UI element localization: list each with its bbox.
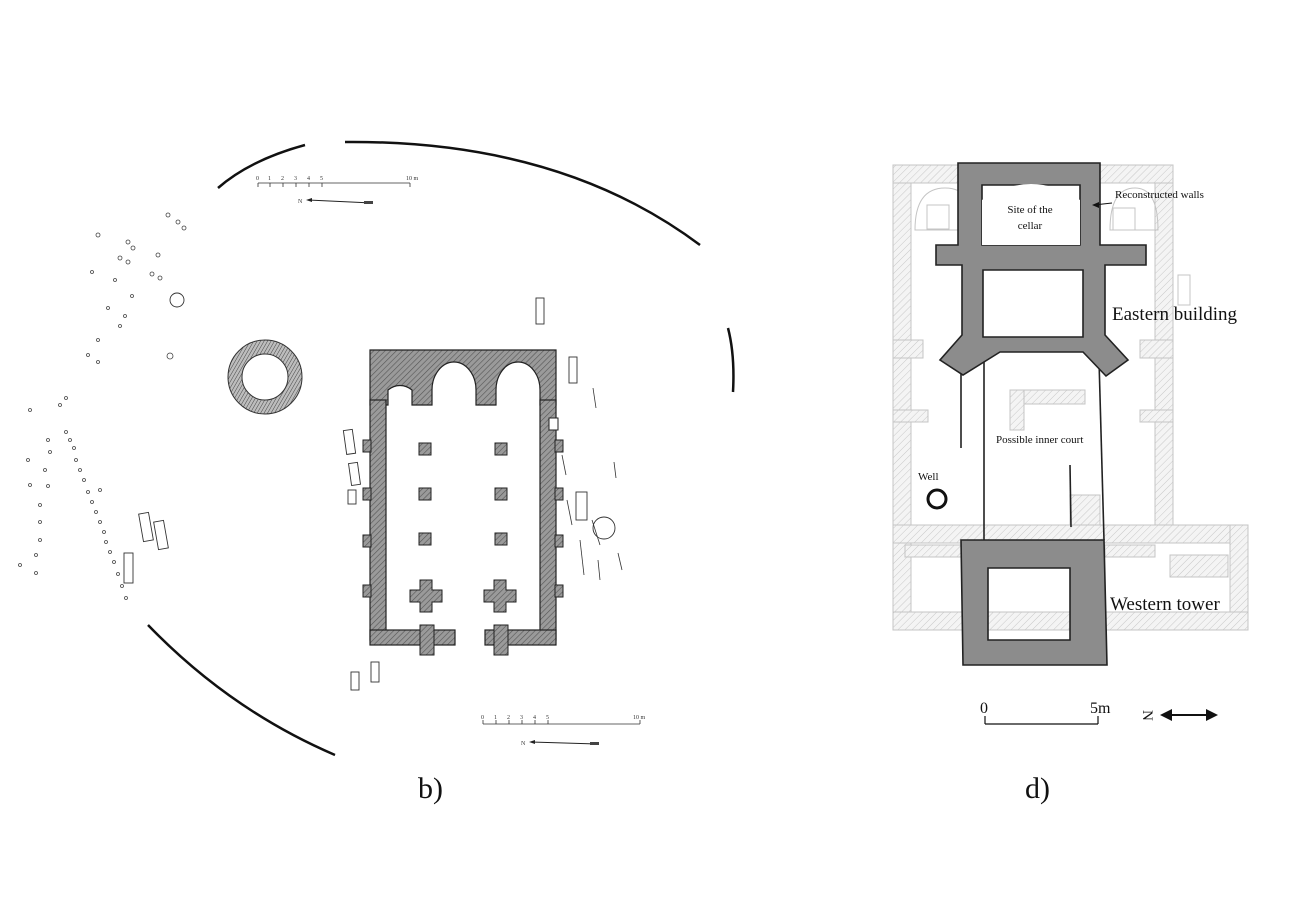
church-west-wall-left: [369, 629, 456, 646]
pier: [494, 532, 508, 546]
scattered-features: [18, 212, 187, 600]
enclosure-arc-top-right: [344, 140, 701, 247]
scale-tick-1-b: 1: [494, 715, 497, 721]
scale-tick-4: 4: [307, 176, 310, 182]
cellar-arch: [982, 184, 1080, 245]
scale-tick-1: 1: [268, 176, 271, 182]
north-arrow-d: N: [1139, 709, 1218, 721]
north-label-d: N: [1139, 710, 1155, 721]
scale-tick-10: 10 m: [406, 176, 419, 182]
scale-tick-0-b: 0: [481, 715, 484, 721]
scale-tick-10-b: 10 m: [633, 715, 646, 721]
enclosure-arc-bottom: [147, 624, 336, 757]
label-western-tower: Western tower: [1110, 594, 1220, 615]
label-possible-inner-court: Possible inner court: [996, 434, 1083, 446]
label-site-of-cellar-2: cellar: [1018, 220, 1043, 232]
faint-features: [914, 187, 1191, 306]
north-label-bottom: N: [521, 741, 526, 747]
scale-bar-top: 0 1 2 3 4 5 10 m N: [256, 176, 419, 205]
scale-end: 5m: [1090, 700, 1111, 717]
scale-tick-3: 3: [294, 176, 297, 182]
pier: [494, 442, 508, 456]
church-east-wall: [369, 349, 557, 406]
scale-bar-bottom: 0 1 2 3 4 5 10 m N: [481, 715, 646, 747]
pier: [418, 487, 432, 501]
inner-court: [960, 359, 1105, 541]
graves: [123, 292, 616, 691]
panel-d-label: d): [1025, 772, 1050, 805]
western-tower-walls: [960, 539, 1108, 666]
panel-b-plan: 0 1 2 3 4 5 10 m N 0 1 2 3 4: [18, 140, 735, 805]
scale-tick-2-b: 2: [507, 715, 510, 721]
panel-b-label: b): [418, 772, 443, 805]
scale-start: 0: [980, 700, 988, 717]
cross-pier: [483, 579, 517, 613]
church-wall-left: [369, 399, 387, 641]
grave-arrows: [561, 387, 623, 581]
enclosure-arc-top: [217, 143, 306, 189]
label-reconstructed-walls: Reconstructed walls: [1115, 189, 1204, 201]
scale-tick-2: 2: [281, 176, 284, 182]
scale-tick-3-b: 3: [520, 715, 523, 721]
pier: [494, 487, 508, 501]
north-arrow-top: [307, 199, 373, 204]
label-site-of-cellar-1: Site of the: [1007, 204, 1052, 216]
eastern-building-walls: [935, 162, 1147, 378]
well-circle: [926, 488, 948, 510]
scale-bar-d: 0 5m: [980, 700, 1111, 725]
scale-tick-5: 5: [320, 176, 323, 182]
pier: [418, 442, 432, 456]
panel-d-plan: Reconstructed walls Site of the cellar E…: [892, 162, 1249, 805]
label-eastern-building: Eastern building: [1112, 304, 1238, 325]
cross-pier: [409, 579, 443, 613]
well-ring: [228, 340, 302, 414]
scale-tick-0: 0: [256, 176, 259, 182]
church-wall-right: [539, 399, 557, 641]
north-label-top: N: [298, 199, 303, 205]
scale-tick-4-b: 4: [533, 715, 536, 721]
pier: [418, 532, 432, 546]
enclosure-arc-right: [726, 327, 735, 393]
scale-tick-5-b: 5: [546, 715, 549, 721]
label-well: Well: [918, 471, 939, 483]
church-plan: [362, 349, 564, 656]
north-arrow-bottom: [530, 741, 598, 745]
